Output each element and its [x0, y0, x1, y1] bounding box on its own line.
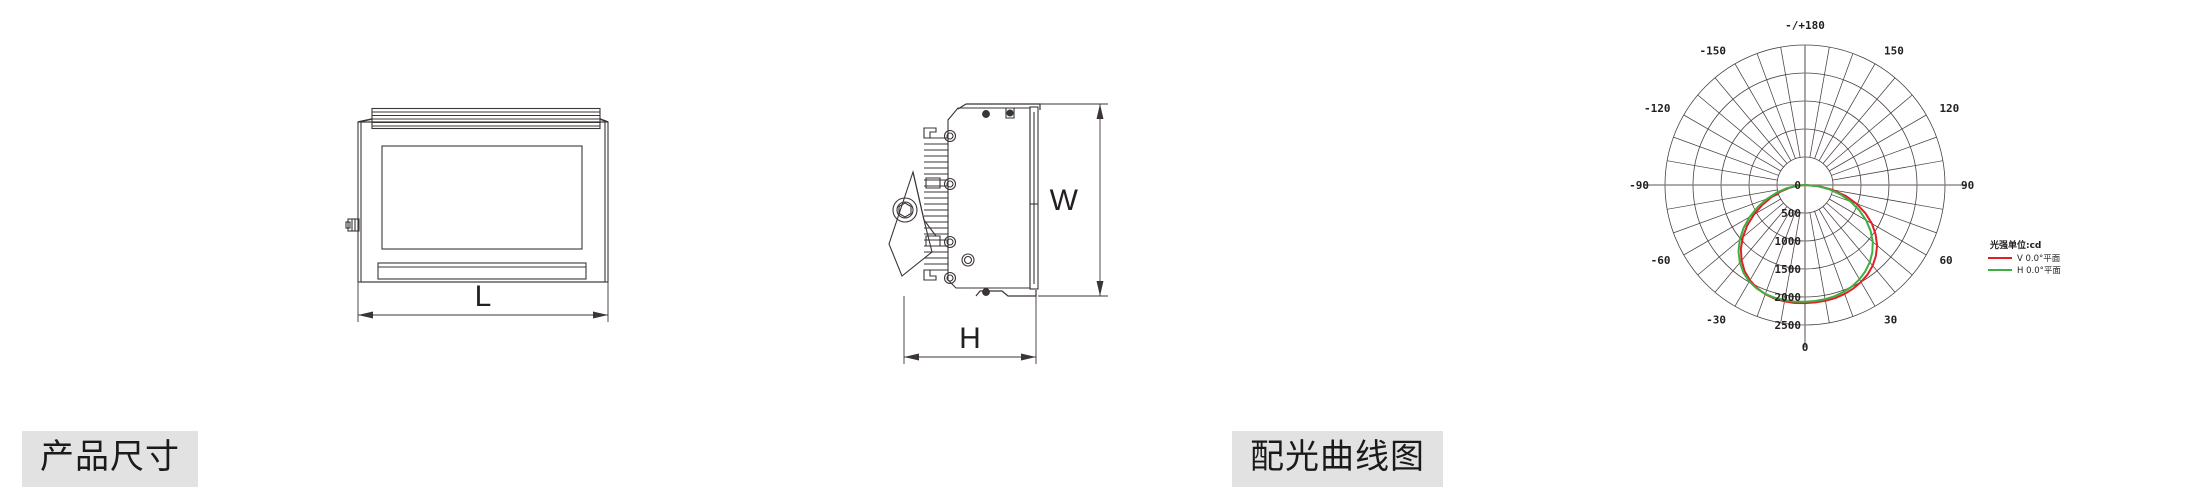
side-view-svg: W H — [888, 103, 1108, 364]
polar-legend: 光强单位:cd V 0.0°平面 H 0.0°平面 — [1988, 239, 2061, 276]
body-pins — [982, 109, 1014, 296]
arrow-right — [593, 311, 608, 319]
svg-text:90: 90 — [1961, 179, 1974, 192]
lens-window — [381, 145, 583, 250]
svg-text:500: 500 — [1781, 207, 1801, 220]
front-plate — [1029, 106, 1039, 290]
polar-chart-svg: 0 500 1000 1500 2000 2500 -/+180 -150 150 -120 12… — [1629, 19, 2061, 354]
svg-text:H 0.0°平面: H 0.0°平面 — [2017, 266, 2061, 276]
svg-text:2500: 2500 — [1775, 319, 1802, 332]
svg-text:30: 30 — [1884, 313, 1897, 326]
polar-angle-labels: -/+180 -150 150 -120 120 -90 90 -60 60 -30 30 0 — [1629, 19, 1974, 354]
svg-text:1000: 1000 — [1775, 235, 1802, 248]
dimension-H: H — [903, 290, 1037, 364]
svg-text:-150: -150 — [1700, 45, 1727, 58]
svg-text:光强单位:cd: 光强单位:cd — [1989, 239, 2041, 251]
top-latch — [1005, 108, 1015, 119]
body-screws — [943, 129, 975, 285]
svg-text:0: 0 — [1802, 341, 1809, 354]
arrow-left — [904, 353, 919, 361]
section-label-light-distribution: 配光曲线图 — [1232, 431, 1443, 487]
bottom-bar — [377, 262, 587, 280]
svg-text:-60: -60 — [1651, 254, 1671, 267]
mounting-bracket — [888, 169, 937, 277]
svg-text:-30: -30 — [1706, 313, 1726, 326]
arrow-right — [1021, 353, 1036, 361]
fin-bracket-bottom — [923, 269, 937, 281]
svg-text:V 0.0°平面: V 0.0°平面 — [2017, 254, 2061, 264]
front-view-svg: L — [345, 107, 609, 322]
section-label-product-dimensions: 产品尺寸 — [22, 431, 198, 487]
top-cover — [966, 103, 1041, 110]
svg-text:0: 0 — [1794, 179, 1801, 192]
svg-text:1500: 1500 — [1775, 263, 1802, 276]
polar-curves — [1737, 184, 1879, 305]
svg-text:-/+180: -/+180 — [1785, 19, 1825, 32]
fin-bracket-top — [923, 127, 937, 139]
arrow-up — [1096, 104, 1104, 119]
side-view-drawing: W H — [880, 100, 1200, 420]
arrow-down — [1096, 281, 1104, 296]
svg-text:150: 150 — [1884, 45, 1904, 58]
cooling-fins — [924, 137, 948, 271]
dimension-label-W: W — [1050, 184, 1079, 217]
side-bolt — [345, 218, 360, 232]
bracket-pivot-bolt — [892, 197, 918, 223]
polar-radial-labels: 0 500 1000 1500 2000 2500 — [1775, 179, 1802, 332]
svg-text:120: 120 — [1939, 102, 1959, 115]
dimension-label-L: L — [475, 280, 492, 313]
photometric-polar-chart: 0 500 1000 1500 2000 2500 -/+180 -150 150 -120 12… — [1629, 19, 2190, 410]
heatsink-fins — [371, 107, 601, 130]
body-profile — [947, 107, 1031, 289]
dimension-L: L — [357, 280, 609, 322]
svg-text:-120: -120 — [1644, 102, 1671, 115]
svg-text:60: 60 — [1939, 254, 1952, 267]
arrow-left — [358, 311, 373, 319]
svg-text:-90: -90 — [1629, 179, 1649, 192]
fin-notch-upper — [925, 177, 941, 189]
front-view-drawing: L — [340, 100, 760, 400]
svg-text:2000: 2000 — [1775, 291, 1802, 304]
dimension-W: W — [1038, 103, 1108, 297]
dimension-label-H: H — [959, 322, 981, 355]
